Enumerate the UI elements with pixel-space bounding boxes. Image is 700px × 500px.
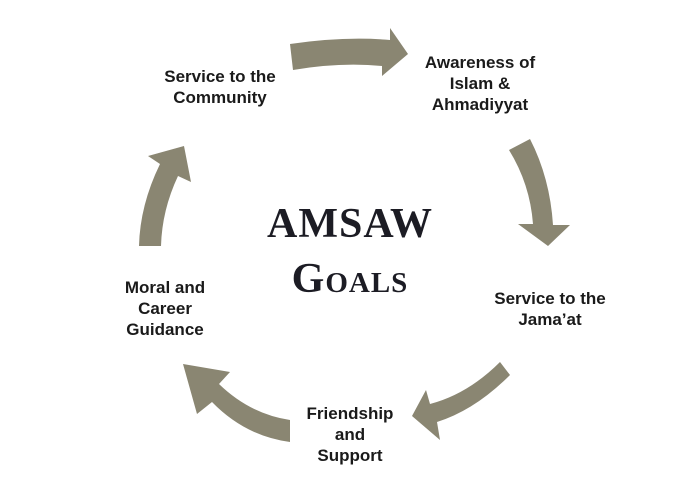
center-title-line-2: Goals [291,256,409,302]
goal-service-jamaat: Service to the Jama’at [470,288,630,330]
goal-community-line-1: Service to the [164,67,276,86]
goal-friendship-line-3: Support [317,446,383,465]
goal-awareness: Awareness of Islam & Ahmadiyyat [400,52,560,115]
arrow-community-to-awareness [290,28,408,76]
arrow-guidance-to-community [139,146,191,246]
goal-awareness-line-1: Awareness of [424,53,536,72]
arrow-awareness-to-jamaat [509,139,570,246]
goal-community-line-2: Community [173,88,267,107]
goal-awareness-line-2: Islam & [449,74,511,93]
goal-jamaat-line-2: Jama’at [518,310,582,329]
center-title-line-1: AMSAW [266,201,433,247]
goal-service-community: Service to the Community [140,66,300,108]
goal-jamaat-line-1: Service to the [494,289,606,308]
goal-guidance-line-1: Moral and [124,278,206,297]
goal-friendship-line-1: Friendship [306,404,394,423]
arrow-jamaat-to-friendship [412,362,510,440]
goal-guidance: Moral and Career Guidance [95,277,235,340]
goal-friendship: Friendship and Support [280,403,420,466]
arrow-friendship-to-guidance [183,364,290,442]
goal-awareness-line-3: Ahmadiyyat [431,95,529,114]
goal-friendship-line-2: and [334,425,366,444]
goal-guidance-line-3: Guidance [126,320,204,339]
goal-guidance-line-2: Career [138,299,192,318]
